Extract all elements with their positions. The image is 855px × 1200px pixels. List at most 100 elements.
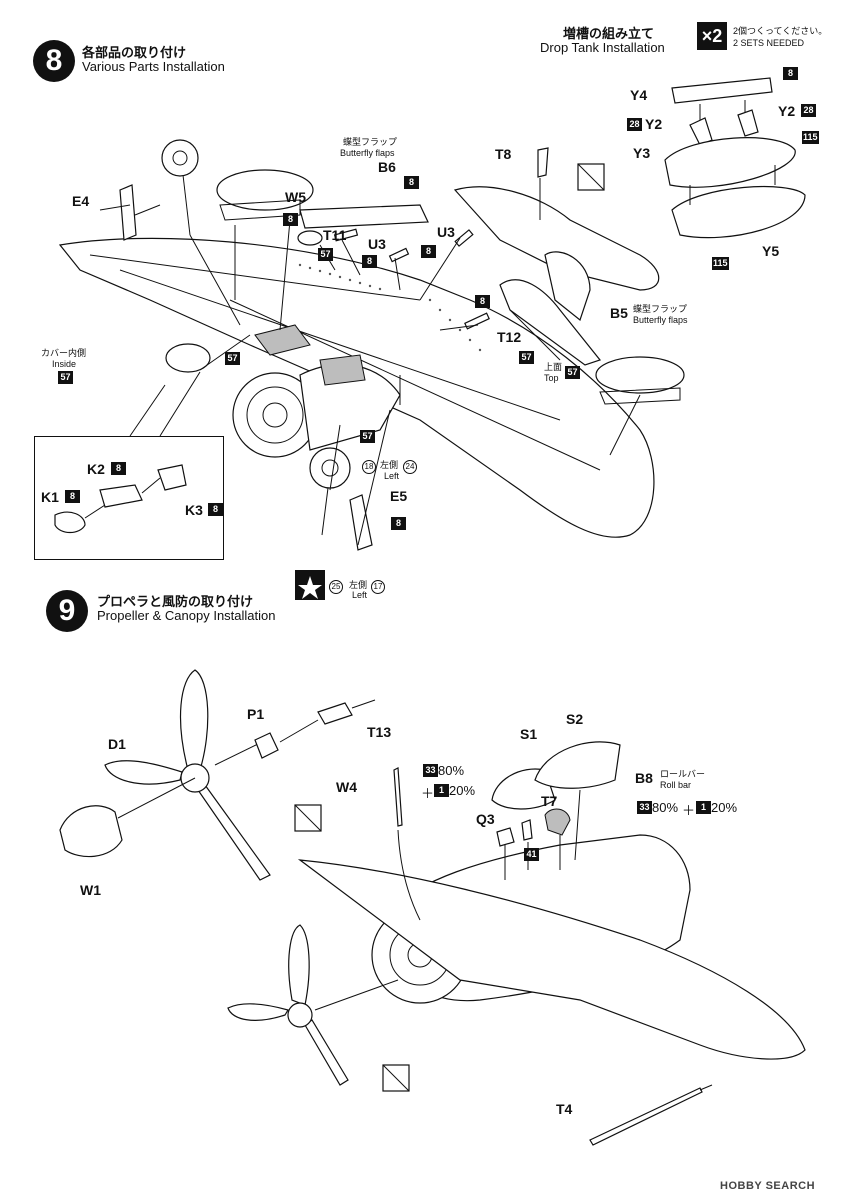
color-8-k3: 8 (208, 503, 223, 516)
cover-shaded-b (319, 354, 366, 386)
part-u3b (454, 229, 474, 247)
antenna-w4 (393, 767, 403, 827)
part-t11 (333, 228, 359, 242)
mix-right-80: 80% (652, 800, 679, 815)
label-w4: W4 (336, 779, 357, 795)
part-t7 (521, 819, 533, 841)
cover-inside-jp: カバー内側 (41, 348, 87, 358)
propeller2-blade-bottom (304, 1019, 349, 1086)
sets-note-en: 2 SETS NEEDED (733, 38, 805, 48)
color-41: 41 (524, 848, 539, 861)
color-8-b6: 8 (404, 176, 419, 189)
mix-left-20: 20% (449, 783, 476, 798)
mix-right-color-33: 33 (637, 801, 652, 814)
drop-tank-right (595, 356, 685, 394)
butterfly-flap-note-en-b5: Butterfly flaps (633, 315, 688, 325)
left-note-jp-b: 左側 (349, 580, 368, 590)
propeller2-blade-top (288, 924, 310, 1006)
label-q3: Q3 (476, 811, 495, 827)
exhaust-cover (165, 343, 211, 373)
label-w5: W5 (285, 189, 306, 205)
part-t8 (537, 147, 549, 178)
part-k3 (157, 464, 187, 491)
label-s2: S2 (566, 711, 584, 727)
label-y4: Y4 (630, 87, 648, 103)
propeller2-blade-left (227, 1003, 289, 1021)
label-p1: P1 (247, 706, 265, 722)
part-w5 (297, 230, 323, 246)
landing-gear-wheel-lower (309, 447, 351, 489)
tailplane-outline (453, 186, 660, 291)
color-8-e5: 8 (391, 517, 406, 530)
color-8-t11: 8 (362, 255, 377, 268)
color-8: 8 (783, 67, 798, 80)
part-u3a (388, 247, 410, 263)
top-note-en: Top (544, 373, 559, 383)
drop-tank-title-jp: 増槽の組み立て (563, 26, 655, 41)
mix-left-color-1: 1 (434, 784, 449, 797)
label-b6: B6 (378, 159, 396, 175)
part-q3 (496, 827, 515, 847)
wing-step9 (297, 859, 806, 1060)
label-b5: B5 (610, 305, 628, 321)
part-p1 (254, 732, 279, 759)
label-e4: E4 (72, 193, 90, 209)
decal-18: 18 (362, 460, 376, 474)
pitot-t4 (589, 1087, 703, 1146)
gear-door-e4 (119, 184, 137, 241)
label-k3: K3 (185, 502, 203, 518)
tank-y3 (664, 137, 796, 188)
color-28: 28 (627, 118, 642, 131)
cover-inside-en: Inside (52, 359, 77, 369)
left-note-en-b: Left (352, 590, 368, 600)
spinner-w1 (59, 805, 123, 858)
multiplier-badge: ×2 (697, 22, 727, 50)
step8-title-en: Various Parts Installation (82, 59, 225, 74)
rivet-strip (298, 263, 482, 352)
tank-y5 (671, 185, 806, 239)
label-u3b: U3 (437, 224, 455, 240)
label-k1: K1 (41, 489, 59, 505)
color-28-right: 28 (801, 104, 816, 117)
label-t12: T12 (497, 329, 522, 345)
mix-right-20: 20% (711, 800, 738, 815)
landing-gear-wheel-upper (161, 139, 199, 177)
color-115-lower: 115 (712, 257, 729, 270)
butterfly-flap-b6 (299, 204, 429, 229)
label-d1: D1 (108, 736, 126, 752)
mix-left-plus: ＋ (421, 786, 435, 801)
color-8-t12: 8 (475, 295, 490, 308)
part-t13 (317, 702, 353, 725)
label-t13: T13 (367, 724, 392, 740)
cover-shaded-a (254, 324, 311, 356)
step9-title-en: Propeller & Canopy Installation (97, 608, 276, 623)
mix-left-color-33: 33 (423, 764, 438, 777)
mix-right-plus: ＋ (682, 803, 696, 818)
butterfly-flap-note-jp-b5: 蝶型フラップ (633, 304, 688, 314)
tank-y2b (737, 109, 759, 137)
exhaust-cover-inset (34, 436, 224, 560)
part-k2 (99, 484, 143, 508)
decal-24: 24 (403, 460, 417, 474)
drop-tank-title-en: Drop Tank Installation (540, 40, 665, 55)
color-115: 115 (802, 131, 819, 144)
step9-number-badge: 9 (46, 590, 88, 632)
mix-right-color-1: 1 (696, 801, 711, 814)
propeller-blade-top (179, 669, 209, 771)
sets-note-jp: 2個つくってください。 (733, 26, 828, 36)
color-8-w5: 8 (283, 213, 298, 226)
propeller-blade-bottom (197, 784, 271, 881)
tail-fin (544, 251, 591, 322)
color-57-inside: 57 (58, 371, 73, 384)
label-b8: B8 (635, 770, 653, 786)
rollbar-note-en: Roll bar (660, 780, 692, 790)
color-8-k2: 8 (111, 462, 126, 475)
gear-door-e5 (349, 494, 373, 551)
butterfly-flap-note-jp: 蝶型フラップ (343, 137, 398, 147)
left-note-en-a: Left (384, 471, 400, 481)
decal-25: 25 (329, 580, 343, 594)
tank-y2 (689, 117, 713, 146)
label-t8: T8 (495, 146, 512, 162)
left-note-jp-a: 左側 (380, 460, 399, 470)
